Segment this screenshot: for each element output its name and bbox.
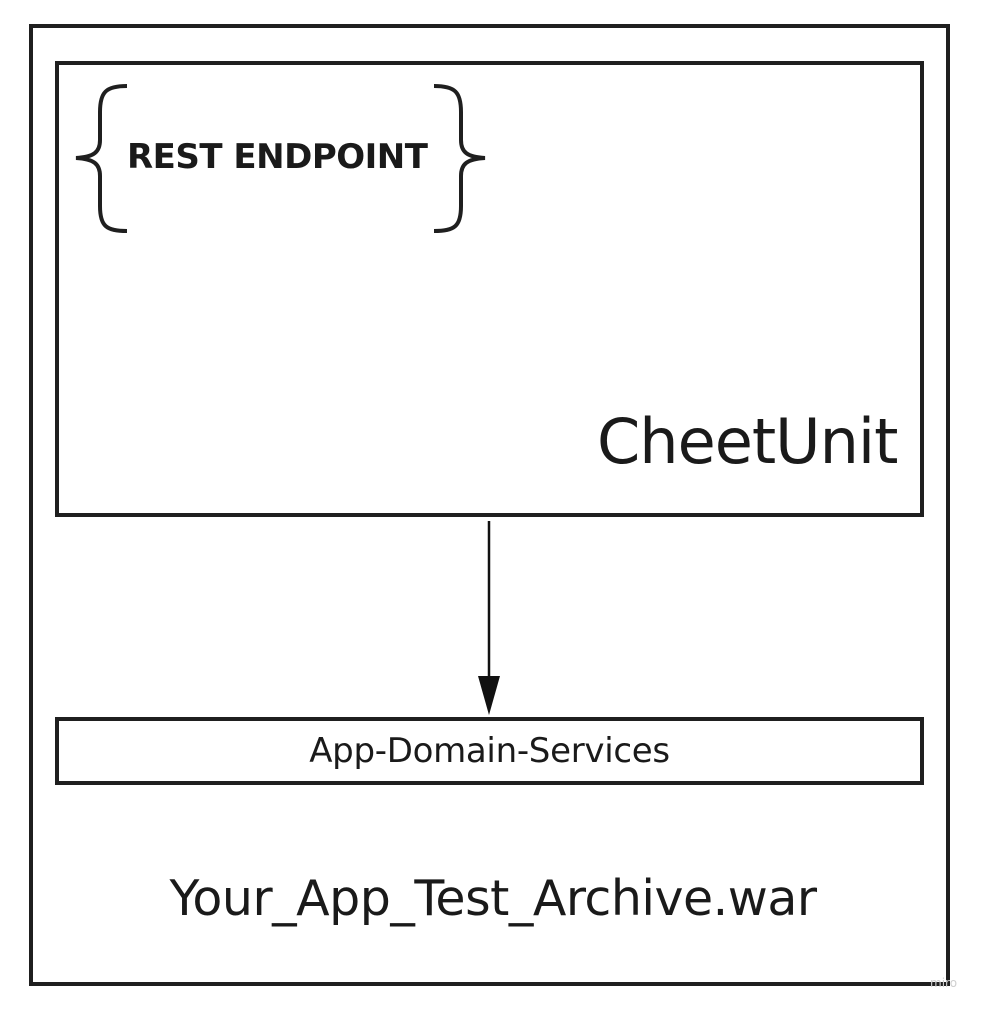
rest-endpoint-label: REST ENDPOINT bbox=[127, 137, 428, 177]
right-brace-icon bbox=[433, 84, 486, 233]
arrow-head-icon bbox=[478, 676, 500, 715]
app-domain-services-label: App-Domain-Services bbox=[309, 731, 670, 771]
watermark: miro bbox=[930, 976, 958, 990]
cheetunit-label: CheetUnit bbox=[597, 405, 898, 478]
cheetunit-box bbox=[55, 61, 924, 517]
left-brace-icon bbox=[75, 84, 128, 233]
archive-label: Your_App_Test_Archive.war bbox=[169, 870, 818, 927]
app-domain-services-box: App-Domain-Services bbox=[55, 717, 924, 785]
archive-container bbox=[29, 24, 950, 986]
